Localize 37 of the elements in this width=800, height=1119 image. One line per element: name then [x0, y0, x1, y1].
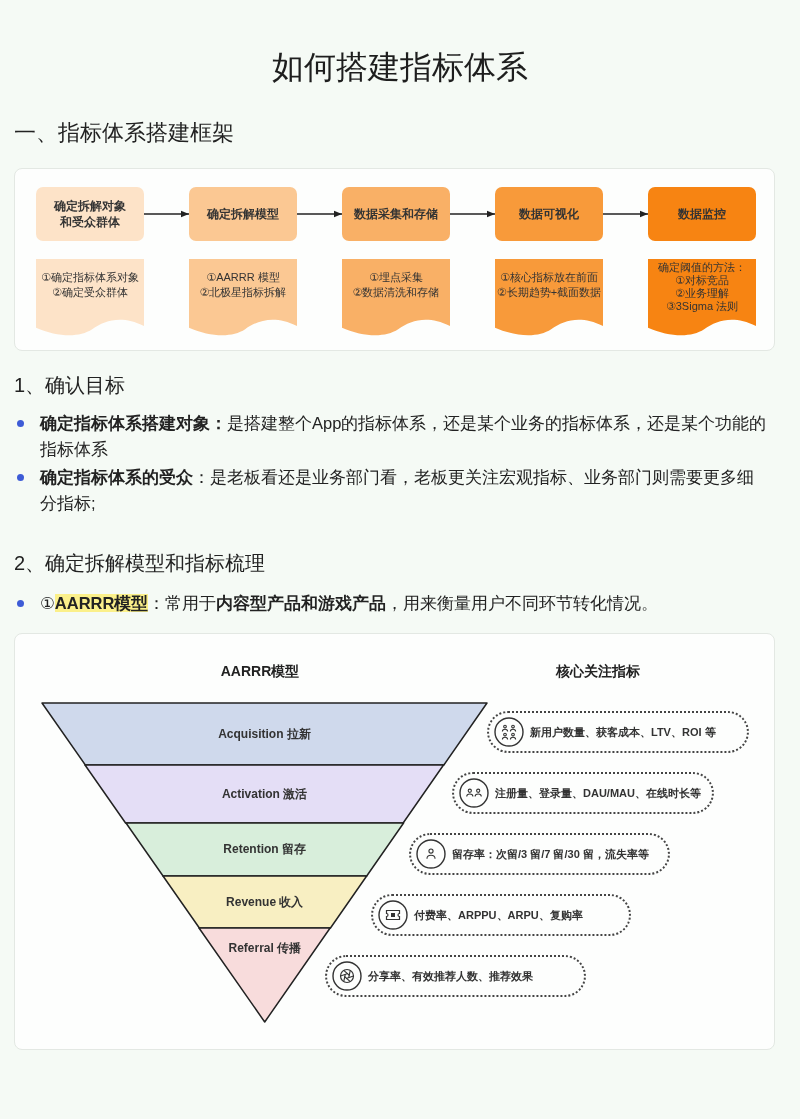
funnel-layer: Referral 传播 — [199, 928, 331, 1022]
process-box: 数据可视化 — [495, 187, 603, 241]
arrow — [296, 210, 343, 218]
process-box: 确定拆解对象和受众群体 — [36, 187, 144, 241]
document-shape: ①核心指标放在前面 ②长期趋势+截面数据 — [495, 259, 603, 337]
column-heading: 核心关注指标 — [556, 662, 640, 681]
metric-text: 注册量、登录量、DAU/MAU、在线时长等 — [495, 785, 701, 801]
document-shape: ①埋点采集 ②数据清洗和存储 — [342, 259, 450, 337]
bullet-text: ①AARRR模型：常用于内容型产品和游戏产品，用来衡量用户不同环节转化情况。 — [40, 593, 659, 614]
funnel-layer: Retention 留存 — [125, 823, 404, 876]
funnel-layer: Acquisition 拉新 — [42, 703, 487, 765]
arrow — [449, 210, 496, 218]
arrow — [602, 210, 649, 218]
metric-pill — [487, 711, 749, 753]
process-box: 确定拆解模型 — [189, 187, 297, 241]
metric-pill — [371, 894, 631, 936]
column-heading: AARRR模型 — [220, 662, 300, 681]
metric-pill — [409, 833, 670, 875]
section-heading: 2、确定拆解模型和指标梳理 — [14, 551, 266, 576]
metric-text: 新用户数量、获客成本、LTV、ROI 等 — [530, 724, 716, 740]
metric-text: 分享率、有效推荐人数、推荐效果 — [368, 968, 533, 984]
bullet-text: 确定指标体系搭建对象：是搭建整个App的指标体系，还是某个业务的指标体系，还是某个功能的指标体系 — [40, 413, 768, 460]
metric-pill — [452, 772, 714, 814]
funnel-layer: Revenue 收入 — [162, 876, 367, 928]
document-shape: ①确定指标体系对象 ②确定受众群体 — [36, 259, 144, 337]
document-shape: ①AARRR 模型 ②北极星指标拆解 — [189, 259, 297, 337]
process-box: 数据监控 — [648, 187, 756, 241]
document-shape: 确定阈值的方法： ①对标竞品 ②业务理解 ③3Sigma 法则 — [648, 259, 756, 337]
metric-text: 留存率：次留/3 留/7 留/30 留，流失率等 — [452, 846, 649, 862]
bullet-text: 确定指标体系的受众：是老板看还是业务部门看，老板更关注宏观指标、业务部门则需要更多细分指标; — [40, 467, 755, 514]
metric-text: 付费率、ARPPU、ARPU、复购率 — [414, 907, 583, 923]
metric-pill — [325, 955, 586, 997]
page-title: 如何搭建指标体系 — [272, 48, 528, 87]
arrow — [143, 210, 190, 218]
section-heading: 一、指标体系搭建框架 — [14, 119, 234, 147]
process-box: 数据采集和存储 — [342, 187, 450, 241]
section-heading: 1、确认目标 — [14, 373, 126, 398]
